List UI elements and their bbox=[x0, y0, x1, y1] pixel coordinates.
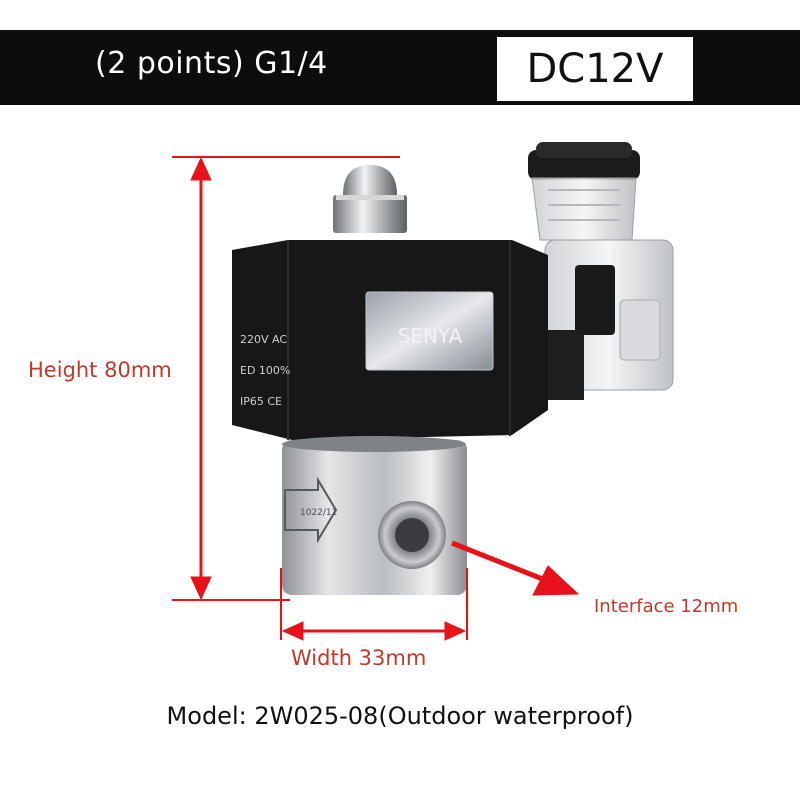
height-label: Height 80mm bbox=[28, 358, 172, 382]
valve-body: 1022/11 bbox=[282, 436, 467, 595]
interface-arrow-shaft bbox=[451, 540, 546, 583]
width-label: Width 33mm bbox=[291, 646, 427, 670]
flow-arrow-icon bbox=[284, 476, 338, 544]
width-arrow-left-icon bbox=[281, 621, 304, 641]
height-arrow-up-icon bbox=[190, 156, 212, 181]
coil-brand: SENYA bbox=[398, 324, 463, 348]
connector-plug bbox=[528, 142, 674, 400]
dimension-lines bbox=[172, 156, 580, 641]
width-arrow-right-icon bbox=[444, 621, 467, 641]
solenoid-coil: SENYA 220V AC ED 100% IP65 CE bbox=[232, 240, 548, 440]
interface-arrow-head-icon bbox=[532, 565, 580, 596]
banner-title: (2 points) G1/4 bbox=[95, 46, 328, 81]
voltage-badge: DC12V bbox=[497, 37, 693, 101]
interface-label: Interface 12mm bbox=[594, 596, 739, 617]
coil-line-1: 220V AC bbox=[240, 333, 287, 346]
body-marking: 1022/11 bbox=[300, 508, 337, 518]
model-caption: Model: 2W025-08(Outdoor waterproof) bbox=[166, 702, 634, 730]
coil-line-2: ED 100% bbox=[240, 364, 290, 377]
voltage-label: DC12V bbox=[526, 46, 664, 92]
height-arrow-down-icon bbox=[190, 576, 212, 601]
coil-line-3: IP65 CE bbox=[240, 395, 282, 408]
acorn-nut bbox=[333, 165, 407, 233]
